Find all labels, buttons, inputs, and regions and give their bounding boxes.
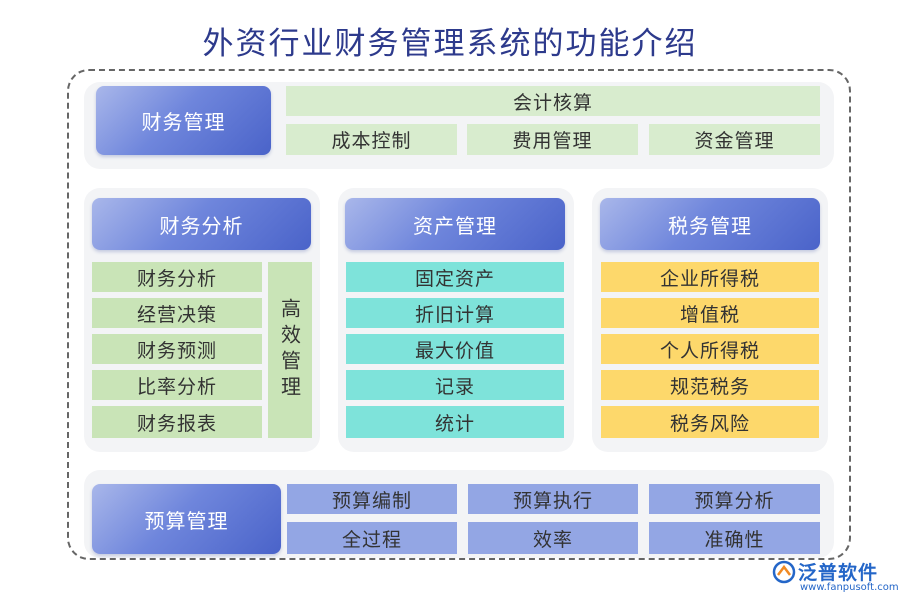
record-item: 记录 — [346, 370, 564, 400]
finance-analysis-header: 财务分析 — [92, 198, 311, 250]
personal-tax-item: 个人所得税 — [601, 334, 819, 364]
budget-exec-item: 预算执行 — [468, 484, 638, 514]
full-process-item: 全过程 — [287, 522, 457, 554]
fund-mgmt-item: 资金管理 — [649, 124, 820, 155]
finance-forecast-item: 财务预测 — [92, 334, 262, 364]
business-decision-item: 经营决策 — [92, 298, 262, 328]
statistics-item: 统计 — [346, 406, 564, 438]
efficient-mgmt-label: 高效管理 — [268, 262, 312, 438]
efficiency-item: 效率 — [468, 522, 638, 554]
expense-mgmt-item: 费用管理 — [467, 124, 638, 155]
fixed-asset-item: 固定资产 — [346, 262, 564, 292]
finance-mgmt-header: 财务管理 — [96, 86, 271, 155]
tax-mgmt-header: 税务管理 — [600, 198, 820, 250]
page-title: 外资行业财务管理系统的功能介绍 — [202, 26, 698, 62]
depreciation-item: 折旧计算 — [346, 298, 564, 328]
asset-mgmt-header: 资产管理 — [345, 198, 565, 250]
vat-item: 增值税 — [601, 298, 819, 328]
fanpu-logo-icon — [772, 560, 796, 584]
budget-mgmt-header: 预算管理 — [92, 484, 281, 554]
finance-analysis-item: 财务分析 — [92, 262, 262, 292]
budget-prep-item: 预算编制 — [287, 484, 457, 514]
fanpu-logo: 泛普软件 www.fanpusoft.com — [770, 556, 899, 598]
dashed-frame — [67, 69, 851, 560]
budget-analysis-item: 预算分析 — [649, 484, 820, 514]
accuracy-item: 准确性 — [649, 522, 820, 554]
tax-compliance-item: 规范税务 — [601, 370, 819, 400]
logo-name: 泛普软件 — [798, 562, 879, 584]
corporate-tax-item: 企业所得税 — [601, 262, 819, 292]
tax-risk-item: 税务风险 — [601, 406, 819, 438]
cost-control-item: 成本控制 — [286, 124, 457, 155]
finance-report-item: 财务报表 — [92, 406, 262, 438]
max-value-item: 最大价值 — [346, 334, 564, 364]
ratio-analysis-item: 比率分析 — [92, 370, 262, 400]
logo-url: www.fanpusoft.com — [800, 582, 899, 593]
accounting-item: 会计核算 — [286, 86, 820, 116]
